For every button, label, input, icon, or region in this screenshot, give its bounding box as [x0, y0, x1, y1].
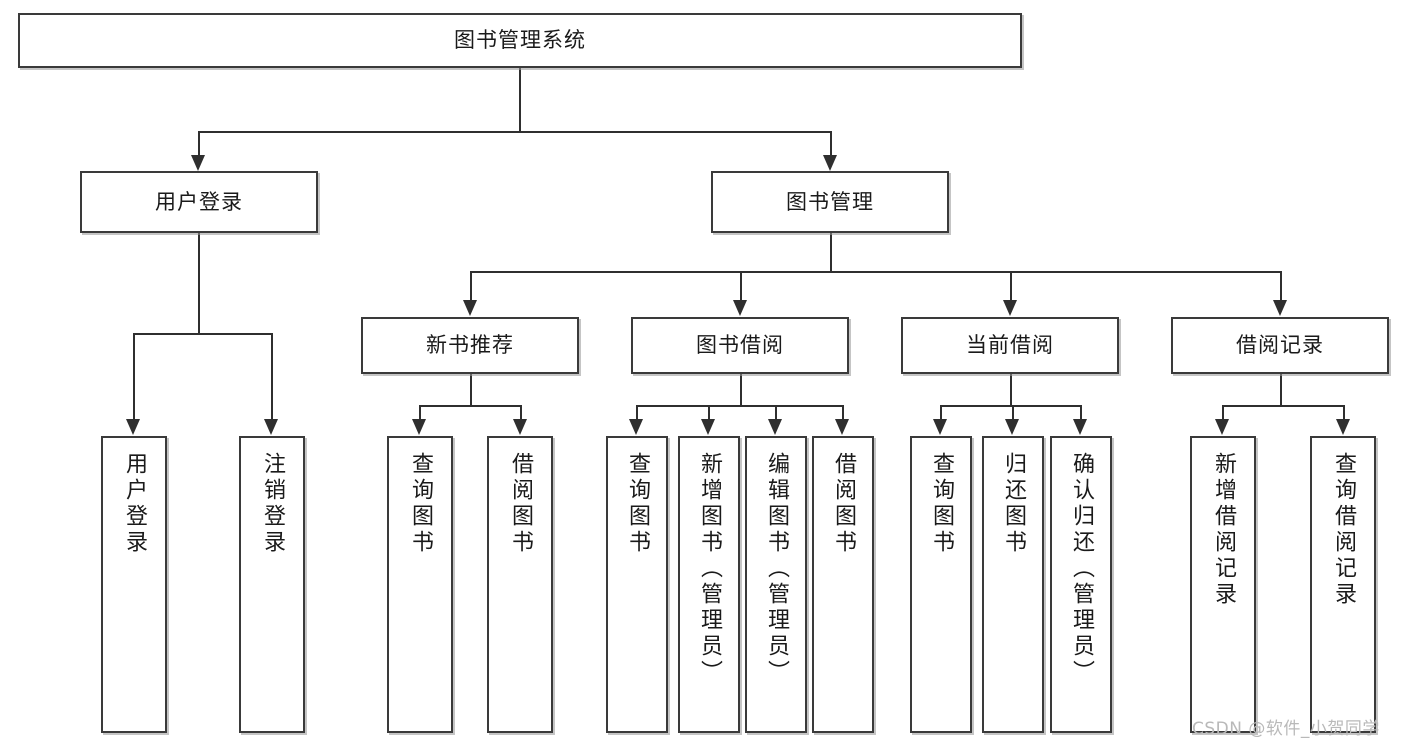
connector-bm-to-borrow-record — [1280, 271, 1282, 301]
arrow-user-login-to-leaf-1 — [126, 419, 140, 435]
node-leaf-logout-login-label: 注销登录 — [260, 452, 285, 556]
node-leaf-query-book-borrow-label: 查询图书 — [625, 452, 650, 556]
connector-user-login-to-leaf-2 — [271, 333, 273, 420]
node-leaf-user-login[interactable]: 用户登录 — [101, 436, 167, 733]
arrow-cb-to-leaf-2 — [1005, 419, 1019, 435]
node-book-management[interactable]: 图书管理 — [711, 171, 949, 233]
node-leaf-return-book-label: 归还图书 — [1001, 452, 1026, 556]
arrow-root-to-user-login — [191, 155, 205, 171]
connector-user-login-to-leaf-1 — [133, 333, 135, 420]
node-current-borrow-label: 当前借阅 — [966, 333, 1054, 358]
connector-new-book-stem — [470, 374, 472, 405]
connector-bb-to-leaf-2 — [708, 405, 710, 420]
arrow-cb-to-leaf-3 — [1073, 419, 1087, 435]
node-leaf-borrow-book[interactable]: 借阅图书 — [812, 436, 874, 733]
connector-bb-to-leaf-3 — [775, 405, 777, 420]
node-root[interactable]: 图书管理系统 — [18, 13, 1022, 68]
arrow-br-to-leaf-1 — [1215, 419, 1229, 435]
node-leaf-edit-book[interactable]: 编辑图书（管理员） — [745, 436, 807, 733]
node-user-login[interactable]: 用户登录 — [80, 171, 318, 233]
connector-bm-to-book-borrow — [740, 271, 742, 301]
connector-current-borrow-stem — [1010, 374, 1012, 405]
arrow-bm-to-borrow-record — [1273, 300, 1287, 316]
node-user-login-label: 用户登录 — [155, 189, 243, 214]
node-book-management-label: 图书管理 — [786, 189, 874, 214]
node-leaf-return-book[interactable]: 归还图书 — [982, 436, 1044, 733]
connector-bm-to-current-borrow — [1010, 271, 1012, 301]
node-leaf-query-borrow-record-label: 查询借阅记录 — [1331, 452, 1356, 608]
connector-book-management-stem — [830, 233, 832, 271]
arrow-bb-to-leaf-3 — [768, 419, 782, 435]
connector-bb-to-leaf-4 — [842, 405, 844, 420]
node-new-book-recommend[interactable]: 新书推荐 — [361, 317, 579, 374]
node-leaf-edit-book-label: 编辑图书（管理员） — [764, 452, 789, 686]
arrow-root-to-book-management — [823, 155, 837, 171]
arrow-bb-to-leaf-4 — [835, 419, 849, 435]
node-leaf-add-borrow-record-label: 新增借阅记录 — [1211, 452, 1236, 608]
connector-borrow-record-stem — [1280, 374, 1282, 405]
node-leaf-query-book-rec[interactable]: 查询图书 — [387, 436, 453, 733]
connector-current-borrow-bus — [940, 405, 1082, 407]
connector-root-to-book-management — [830, 131, 832, 156]
arrow-bb-to-leaf-1 — [629, 419, 643, 435]
csdn-watermark: CSDN @软件_小贺同学 — [1192, 719, 1380, 739]
node-leaf-query-book-borrow[interactable]: 查询图书 — [606, 436, 668, 733]
connector-book-borrow-bus — [636, 405, 843, 407]
node-book-borrow-label: 图书借阅 — [696, 333, 784, 358]
connector-br-to-leaf-1 — [1222, 405, 1224, 420]
arrow-cb-to-leaf-1 — [933, 419, 947, 435]
node-leaf-add-book-label: 新增图书（管理员） — [697, 452, 722, 686]
node-leaf-confirm-return[interactable]: 确认归还（管理员） — [1050, 436, 1112, 733]
arrow-new-book-to-leaf-2 — [513, 419, 527, 435]
connector-borrow-record-bus — [1222, 405, 1343, 407]
arrow-br-to-leaf-2 — [1336, 419, 1350, 435]
connector-bm-to-new-book — [470, 271, 472, 301]
node-book-borrow[interactable]: 图书借阅 — [631, 317, 849, 374]
node-leaf-query-book-current-label: 查询图书 — [929, 452, 954, 556]
connector-new-book-to-leaf-1 — [419, 405, 421, 420]
node-leaf-confirm-return-label: 确认归还（管理员） — [1069, 452, 1094, 686]
node-leaf-logout-login[interactable]: 注销登录 — [239, 436, 305, 733]
connector-cb-to-leaf-1 — [940, 405, 942, 420]
connector-cb-to-leaf-3 — [1080, 405, 1082, 420]
node-leaf-query-borrow-record[interactable]: 查询借阅记录 — [1310, 436, 1376, 733]
arrow-user-login-to-leaf-2 — [264, 419, 278, 435]
arrow-new-book-to-leaf-1 — [412, 419, 426, 435]
arrow-bb-to-leaf-2 — [701, 419, 715, 435]
arrow-bm-to-current-borrow — [1003, 300, 1017, 316]
connector-user-login-stem — [198, 233, 200, 333]
node-new-book-recommend-label: 新书推荐 — [426, 333, 514, 358]
connector-root-bus — [198, 131, 830, 133]
node-root-label: 图书管理系统 — [454, 28, 586, 53]
connector-br-to-leaf-2 — [1343, 405, 1345, 420]
connector-book-management-bus — [470, 271, 1280, 273]
node-leaf-user-login-label: 用户登录 — [122, 452, 147, 556]
connector-root-to-user-login — [198, 131, 200, 156]
node-current-borrow[interactable]: 当前借阅 — [901, 317, 1119, 374]
node-leaf-add-borrow-record[interactable]: 新增借阅记录 — [1190, 436, 1256, 733]
connector-cb-to-leaf-2 — [1012, 405, 1014, 420]
connector-user-login-bus — [133, 333, 273, 335]
node-borrow-record-label: 借阅记录 — [1236, 333, 1324, 358]
arrow-bm-to-new-book — [463, 300, 477, 316]
connector-new-book-to-leaf-2 — [520, 405, 522, 420]
node-leaf-borrow-book-label: 借阅图书 — [831, 452, 856, 556]
connector-bb-to-leaf-1 — [636, 405, 638, 420]
node-leaf-borrow-book-rec-label: 借阅图书 — [508, 452, 533, 556]
node-leaf-query-book-rec-label: 查询图书 — [408, 452, 433, 556]
arrow-bm-to-book-borrow — [733, 300, 747, 316]
connector-book-borrow-stem — [740, 374, 742, 405]
node-leaf-borrow-book-rec[interactable]: 借阅图书 — [487, 436, 553, 733]
connector-new-book-bus — [419, 405, 521, 407]
node-leaf-add-book[interactable]: 新增图书（管理员） — [678, 436, 740, 733]
node-borrow-record[interactable]: 借阅记录 — [1171, 317, 1389, 374]
connector-root-stem — [519, 68, 521, 131]
node-leaf-query-book-current[interactable]: 查询图书 — [910, 436, 972, 733]
